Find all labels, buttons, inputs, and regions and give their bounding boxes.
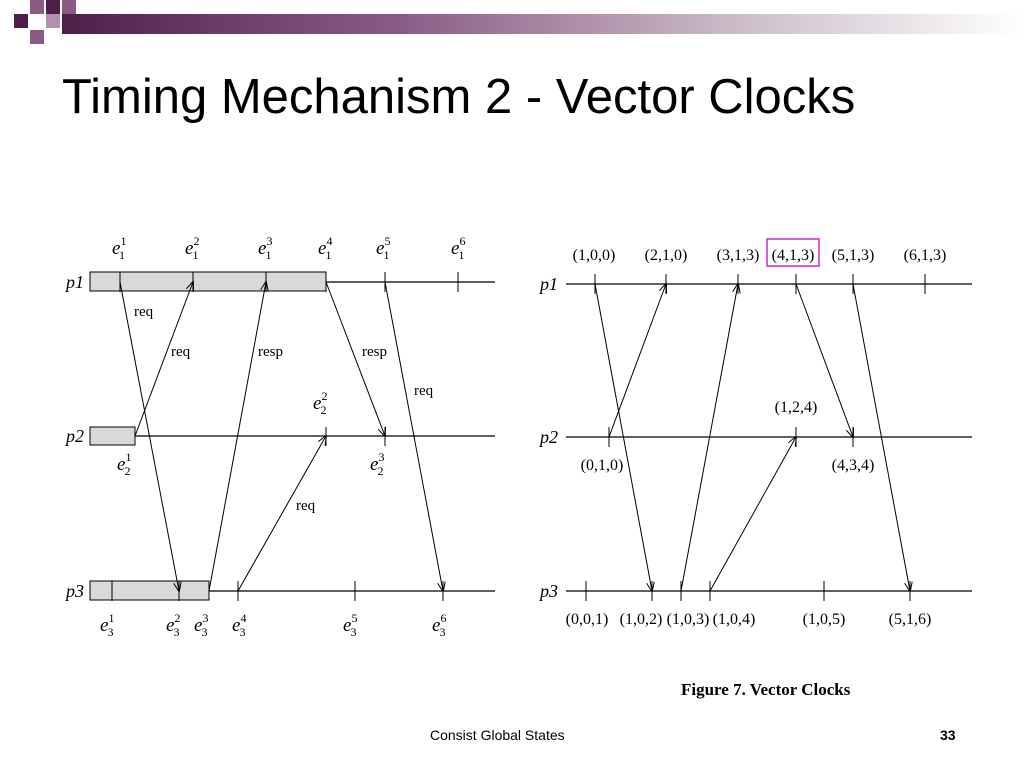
page-number: 33	[940, 727, 956, 743]
message-arrow	[852, 283, 910, 591]
message-arrow	[119, 281, 179, 591]
message-arrow	[709, 437, 796, 592]
message-label: req	[296, 498, 316, 514]
clock-label: (3,1,3)	[717, 247, 760, 264]
figure-caption: Figure 7. Vector Clocks	[681, 680, 851, 699]
clock-label: (1,0,3)	[667, 611, 710, 628]
message-arrow	[325, 281, 385, 436]
corner-decoration	[14, 0, 76, 44]
process-label-p1: p1	[538, 274, 558, 294]
process-label-p2: p2	[538, 427, 558, 447]
deco-square	[46, 0, 60, 14]
deco-square	[62, 0, 76, 14]
clock-label: (5,1,6)	[889, 611, 932, 628]
clock-label: (2,1,0)	[645, 247, 688, 264]
clock-label: (0,1,0)	[581, 457, 624, 474]
left-diagram: p1 p2 p3	[64, 234, 495, 639]
clock-label: (1,0,0)	[573, 247, 616, 264]
message-label: resp	[362, 344, 387, 360]
clock-label: (1,2,4)	[775, 399, 818, 416]
clock-label: (1,0,2)	[620, 611, 663, 628]
message-arrow	[608, 284, 666, 438]
message-arrow	[795, 283, 853, 437]
slide-title: Timing Mechanism 2 - Vector Clocks	[62, 70, 856, 124]
process-label-p3: p3	[64, 581, 84, 601]
highlight-box	[766, 238, 820, 267]
deco-square	[14, 14, 28, 28]
right-diagram: p1 p2 p3	[538, 238, 972, 699]
message-arrow	[208, 282, 266, 592]
message-label: req	[171, 344, 191, 360]
clock-label: (1,0,5)	[803, 611, 846, 628]
deco-square	[46, 14, 60, 28]
process-label-p1: p1	[64, 272, 84, 292]
footer-text: Consist Global States	[430, 727, 565, 743]
clock-label: (1,0,4)	[713, 611, 756, 628]
clock-label-highlighted: (4,1,3)	[772, 247, 815, 264]
message-arrow	[594, 283, 652, 591]
message-label: resp	[258, 344, 283, 360]
message-label: req	[134, 304, 154, 320]
p1-shaded-box	[89, 271, 327, 292]
clock-label: (0,0,1)	[566, 611, 609, 628]
message-label: req	[414, 383, 434, 399]
p2-shaded-box	[89, 426, 136, 446]
message-arrow	[237, 436, 326, 592]
clock-label: (4,3,4)	[832, 457, 875, 474]
clock-label: (6,1,3)	[904, 247, 947, 264]
deco-square	[30, 30, 44, 44]
p3-shaded-box	[89, 580, 210, 601]
message-arrow	[680, 284, 738, 592]
message-arrow	[134, 282, 193, 437]
process-label-p3: p3	[538, 581, 558, 601]
message-arrow	[384, 281, 443, 591]
clock-label: (5,1,3)	[832, 247, 875, 264]
title-gradient-bar	[62, 14, 1024, 34]
deco-square	[30, 0, 44, 14]
process-label-p2: p2	[64, 426, 84, 446]
